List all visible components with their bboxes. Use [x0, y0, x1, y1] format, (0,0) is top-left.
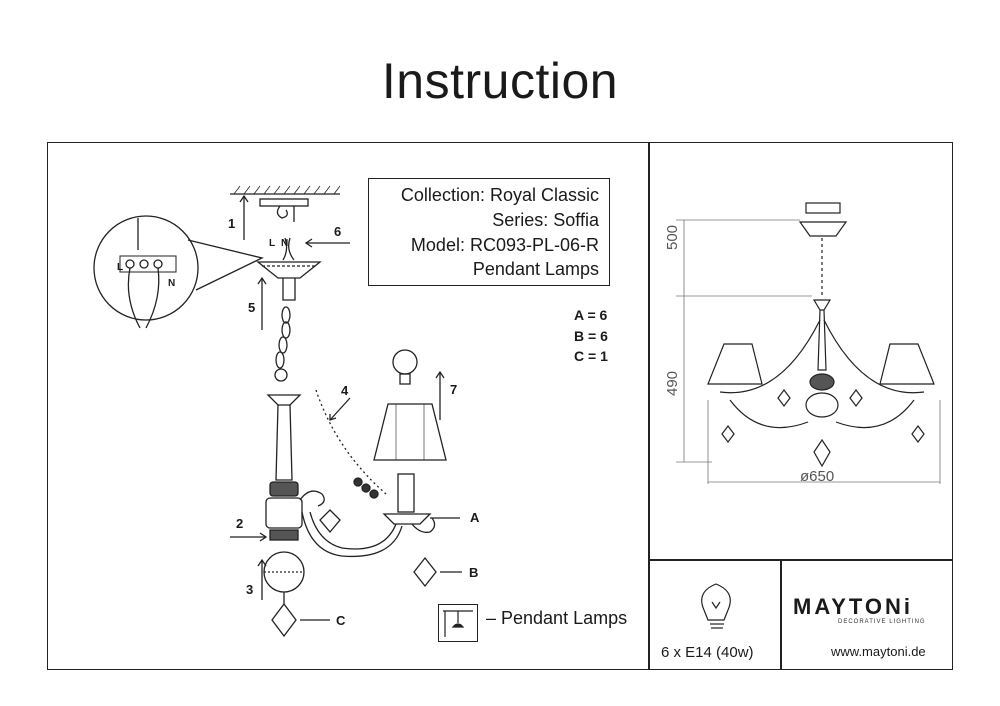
- step-6-label: 6: [334, 224, 342, 239]
- series-text: Series: Soffia: [492, 210, 599, 230]
- product-type-text: Pendant Lamps: [472, 259, 599, 279]
- dimension-diameter: ø650: [800, 468, 835, 485]
- step-7-label: 7: [450, 382, 458, 397]
- step-3-label: 3: [246, 582, 254, 597]
- pendant-lamp-icon: [438, 604, 478, 642]
- divider-footer: [780, 559, 782, 670]
- collection-text: Collection: Royal Classic: [400, 185, 599, 205]
- brand-tagline: DECORATIVE LIGHTING: [838, 619, 926, 625]
- spec-a: A = 6: [574, 307, 608, 323]
- spec-c: C = 1: [574, 348, 608, 364]
- product-info-box: Collection: Royal Classic Series: Soffia…: [368, 178, 610, 286]
- brand-logo: MAYTONi: [793, 594, 914, 619]
- wire-l-label: L: [269, 238, 276, 249]
- page-title: Instruction: [381, 53, 619, 109]
- step-5-label: 5: [248, 300, 256, 315]
- callout-l-label: L: [117, 262, 124, 273]
- pendant-lamps-label: – Pendant Lamps: [486, 608, 628, 628]
- part-c-label: C: [336, 613, 346, 628]
- wire-n-label: N: [281, 238, 289, 249]
- divider-horizontal: [648, 559, 953, 561]
- part-a-label: A: [470, 510, 480, 525]
- divider-vertical: [648, 142, 650, 670]
- spec-b: B = 6: [574, 328, 608, 344]
- step-1-label: 1: [228, 216, 236, 231]
- part-b-label: B: [469, 565, 479, 580]
- website-link[interactable]: www.maytoni.de: [831, 644, 926, 659]
- bulb-spec-text: 6 x E14 (40w): [661, 644, 754, 661]
- instruction-frame: [47, 142, 953, 670]
- model-text: Model: RC093-PL-06-R: [410, 235, 599, 255]
- step-4-label: 4: [341, 383, 349, 398]
- callout-n-label: N: [168, 278, 176, 289]
- step-2-label: 2: [236, 516, 244, 531]
